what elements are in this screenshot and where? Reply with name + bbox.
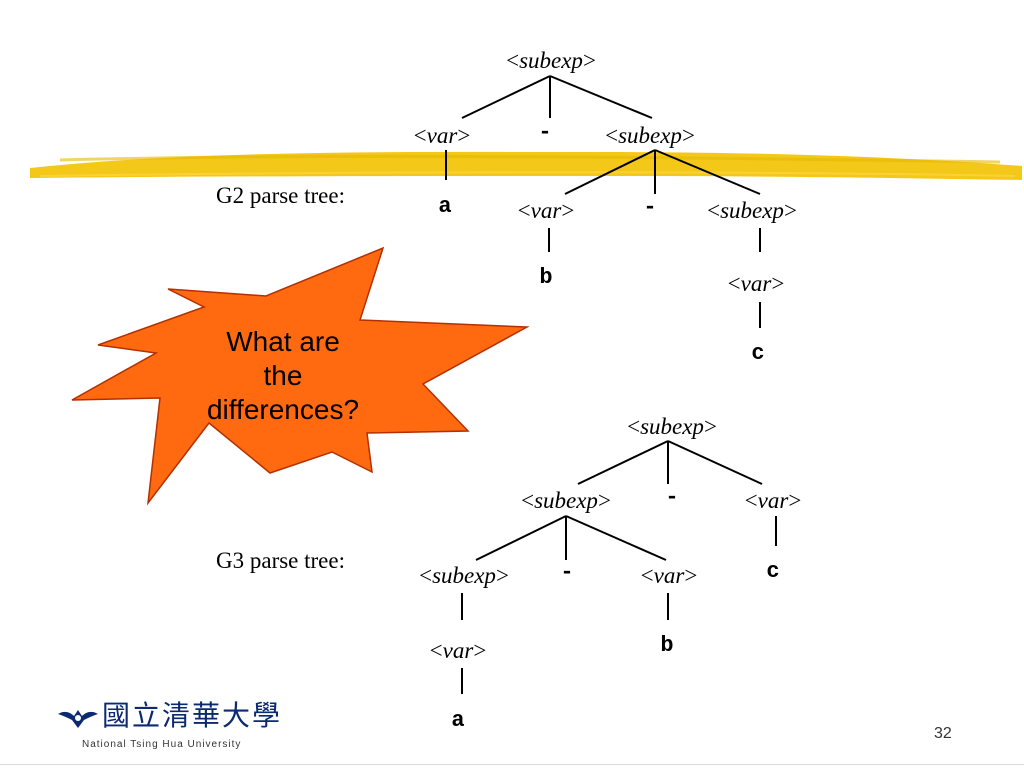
g3-subexp-1-text: subexp [534, 488, 598, 513]
callout-line-1: What are [226, 326, 340, 357]
g2-minus-2: - [643, 195, 657, 220]
nthu-emblem-icon [58, 710, 98, 728]
g3-minus-2: - [560, 560, 574, 585]
g3-subexp-2: <subexp> [419, 563, 509, 588]
g3-var-3: <var> [429, 638, 487, 663]
g2-terminal-b: b [539, 265, 553, 290]
g2-terminal-a: a [438, 194, 452, 219]
g2-var-2-text: var [530, 198, 562, 223]
g2-subexp-1: <subexp> [605, 123, 695, 148]
logo-english-name: National Tsing Hua University [82, 739, 242, 750]
g2-root-subexp-text: subexp [519, 48, 583, 73]
g2-var-2: <var> [517, 198, 575, 223]
g3-var-1: <var> [744, 488, 802, 513]
g2-minus-1: - [538, 120, 552, 145]
g3-terminal-b: b [660, 633, 674, 658]
g3-subexp-1: <subexp> [521, 488, 611, 513]
footer-rule [0, 764, 1024, 765]
g3-var-2: <var> [640, 563, 698, 588]
callout-line-2: the [263, 360, 303, 391]
g2-caption: G2 parse tree: [216, 183, 345, 208]
g2-terminal-c: c [751, 341, 765, 366]
g3-root-subexp: <subexp> [627, 414, 717, 439]
g2-var-3: <var> [727, 271, 785, 296]
callout-text: What are the differences? [173, 325, 393, 427]
g3-minus-1: - [665, 485, 679, 510]
page-number: 32 [934, 725, 952, 742]
g2-var-3-text: var [740, 271, 772, 296]
g3-terminal-c: c [766, 559, 780, 584]
g2-subexp-2-text: subexp [720, 198, 784, 223]
g3-subexp-2-text: subexp [432, 563, 496, 588]
logo-chinese-name: 國立清華大學 [102, 699, 283, 732]
g2-subexp-2: <subexp> [707, 198, 797, 223]
g3-root-subexp-text: subexp [640, 414, 704, 439]
g3-var-3-text: var [442, 638, 474, 663]
g3-caption: G3 parse tree: [216, 548, 345, 573]
g3-var-2-text: var [653, 563, 685, 588]
g3-terminal-a: a [451, 708, 465, 733]
g2-var-1: <var> [413, 123, 471, 148]
g3-var-1-text: var [757, 488, 789, 513]
g2-root-subexp: <subexp> [506, 48, 596, 73]
callout-line-3: differences? [206, 394, 360, 425]
g2-subexp-1-text: subexp [618, 123, 682, 148]
g2-var-1-text: var [426, 123, 458, 148]
